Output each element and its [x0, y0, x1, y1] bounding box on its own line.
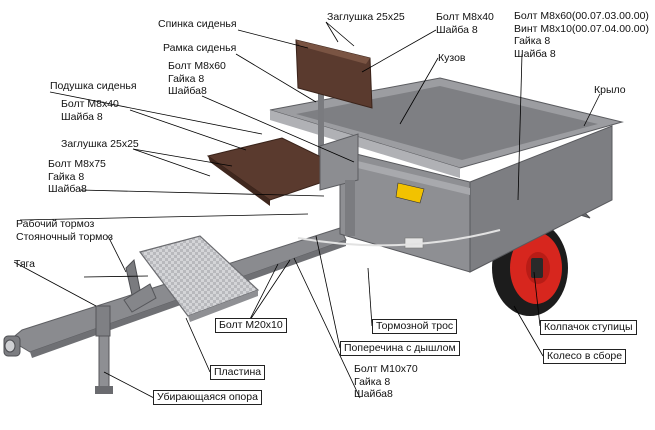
label-bolt-m20: Болт М20х10	[215, 318, 287, 333]
label-rod: Тяга	[14, 258, 35, 270]
brake-cable	[297, 229, 501, 247]
label-brake-cable: Тормозной трос	[372, 319, 458, 334]
label-plug-left: Заглушка 25х25	[61, 138, 139, 150]
leader-lines	[13, 21, 601, 399]
label-plate: Пластина	[210, 365, 266, 380]
label-seat-frame: Рамка сиденья	[163, 42, 237, 54]
label-bolt-m8x60-seat: Болт М8х60 Гайка 8 Шайба8	[168, 60, 226, 97]
label-support: Убирающаяся опора	[153, 390, 262, 405]
label-brakes: Рабочий тормоз Стояночный тормоз	[16, 218, 113, 243]
label-seat-cushion: Подушка сиденья	[50, 80, 137, 92]
brake-lever	[123, 258, 157, 313]
label-body: Кузов	[438, 52, 466, 64]
label-bolt-m8x75: Болт М8х75 Гайка 8 Шайба8	[48, 158, 106, 195]
label-plug-top: Заглушка 25х25	[327, 11, 405, 23]
label-bolt-set-right: Болт М8х60(00.07.03.00.00) Винт М8х10(00…	[514, 10, 649, 60]
label-crossbar: Поперечина с дышлом	[340, 341, 460, 356]
label-hub-cap: Колпачок ступицы	[540, 320, 637, 335]
footplate	[138, 235, 260, 322]
retractable-support	[95, 305, 113, 394]
label-bolt-top: Болт М8х40 Шайба 8	[436, 11, 494, 36]
label-bolt-m10: Болт М10х70 Гайка 8 Шайба8	[354, 363, 418, 400]
label-bolt-cushion: Болт М8х40 Шайба 8	[61, 98, 119, 123]
label-seat-back: Спинка сиденья	[158, 18, 237, 30]
label-wheel: Колесо в сборе	[543, 349, 627, 364]
label-fender: Крыло	[594, 84, 626, 96]
seat	[206, 39, 373, 236]
